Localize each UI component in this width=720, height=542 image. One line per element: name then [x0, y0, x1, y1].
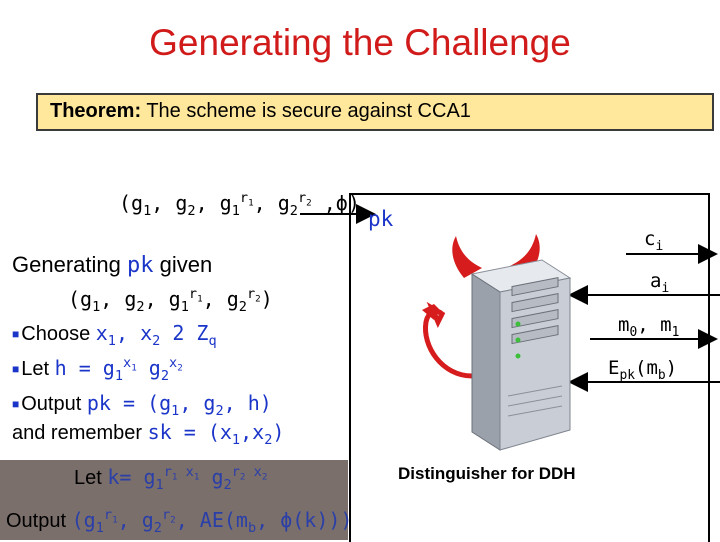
- theorem-box: Theorem: The scheme is secure against CC…: [36, 93, 714, 131]
- input-tuple: (g1, g2, g1r1, g2r2 ,ϕ): [119, 190, 360, 219]
- gen-suffix: given: [153, 252, 213, 277]
- devil-server-icon: [422, 234, 572, 451]
- ai-label: ai: [650, 270, 670, 296]
- m0m1-label: m0, m1: [618, 314, 680, 340]
- choose-line: ■Choose x1, x2 2 Zq: [12, 321, 217, 349]
- gen-pk: pk: [126, 253, 154, 278]
- theorem-text: The scheme is secure against CCA1: [141, 100, 471, 122]
- output-label: Output: [21, 393, 87, 415]
- output-challenge-line: Output (g1r1, g2r2, AE(mb, ϕ(k))): [6, 507, 353, 536]
- given-tuple: (g1, g2, g1r1, g2r2): [68, 286, 273, 315]
- output2-label: Output: [6, 510, 72, 532]
- remember-prefix: and remember: [12, 422, 148, 444]
- let-expr: h = g1x1 g2x2: [54, 355, 183, 384]
- ci-label: ci: [644, 228, 664, 254]
- slide-title: Generating the Challenge: [149, 22, 571, 63]
- epk-label: Epk(mb): [608, 357, 678, 383]
- remember-expr: sk = (x1,x2): [147, 420, 285, 448]
- generating-pk-line: Generating pk given: [12, 252, 212, 278]
- output2-expr: (g1r1, g2r2, AE(mb, ϕ(k))): [71, 507, 353, 536]
- pk-label: pk: [368, 207, 394, 231]
- choose-expr: x1, x2 2 Zq: [95, 321, 217, 349]
- gen-prefix: Generating: [12, 252, 127, 277]
- output-expr: pk = (g1, g2, h): [86, 391, 272, 419]
- choose-label: Choose: [21, 323, 96, 345]
- distinguisher-label: Distinguisher for DDH: [398, 464, 576, 483]
- challenge-box: [0, 460, 348, 540]
- theorem-prefix: Theorem:: [50, 100, 142, 122]
- let-k-expr: k= g1r1 x1 g2r2 x2: [107, 464, 268, 493]
- distinguisher-box: [349, 193, 710, 542]
- remember-line: and remember sk = (x1,x2): [12, 420, 285, 448]
- let-label: Let: [21, 358, 55, 380]
- let-h-line: ■Let h = g1x1 g2x2: [12, 355, 183, 384]
- let-k-label: Let: [74, 467, 108, 489]
- let-k-line: Let k= g1r1 x1 g2r2 x2: [74, 464, 268, 493]
- output-pk-line: ■Output pk = (g1, g2, h): [12, 391, 272, 419]
